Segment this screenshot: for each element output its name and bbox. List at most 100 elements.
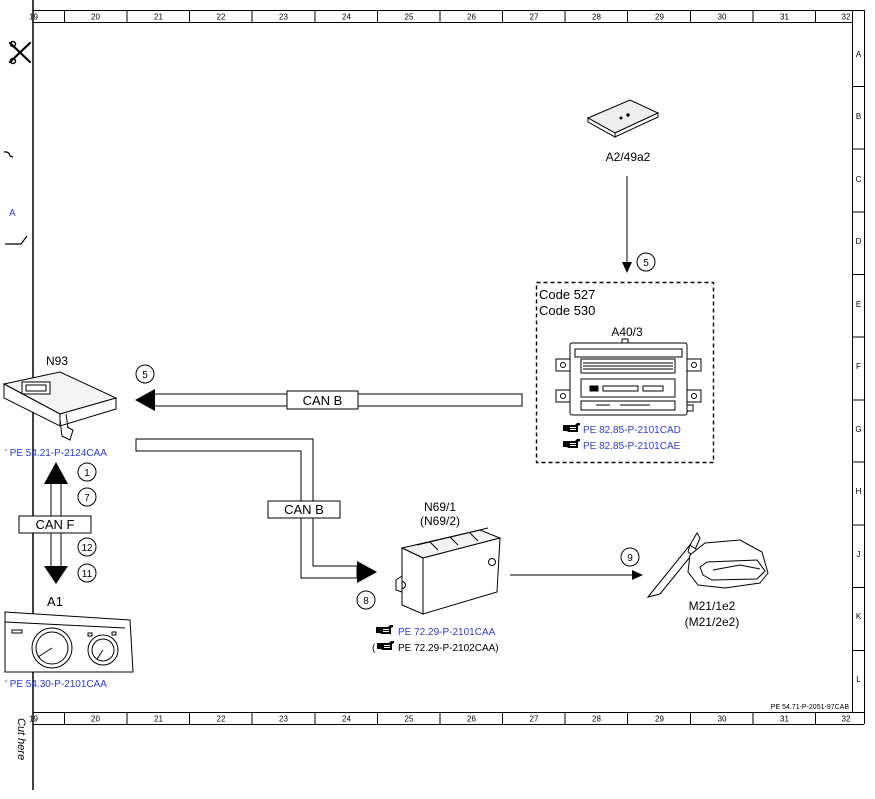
col-label: 22: [217, 715, 226, 724]
n93-label: N93: [46, 354, 68, 368]
clipped-wire-fragment: [5, 235, 28, 245]
row-label: L: [856, 675, 861, 684]
svg-text:12: 12: [81, 543, 93, 554]
col-label: 20: [91, 13, 100, 22]
col-label: 29: [655, 13, 664, 22]
col-label: 30: [718, 715, 727, 724]
col-label: 32: [842, 715, 851, 724]
col-label: 32: [842, 13, 851, 22]
a1-reference: ' PE 54.30-P-2101CAA: [5, 679, 107, 690]
n69-alt-label: (N69/2): [420, 514, 460, 528]
row-labels: A B C D E F G H J K L: [855, 50, 861, 684]
column-labels-bottom: 19 20 21 22 23 24 25 26 27 28 29 30 31 3…: [29, 715, 851, 724]
row-label: B: [856, 112, 861, 121]
marker-to-n69: 8: [356, 590, 376, 610]
col-label: 26: [467, 13, 476, 22]
col-label: 30: [718, 13, 727, 22]
svg-text:PE 72.29-P-2102CAA): PE 72.29-P-2102CAA): [398, 643, 499, 654]
instrument-cluster-a1: [4, 611, 134, 673]
can-b-top-label: CAN B: [286, 390, 359, 410]
optional-equipment-box: [535, 281, 715, 464]
pointing-hand-icon: [377, 641, 394, 650]
m21-alt-label: (M21/2e2): [685, 615, 740, 629]
col-label: 31: [780, 715, 789, 724]
svg-text:7: 7: [84, 493, 90, 504]
col-label: 27: [530, 13, 539, 22]
row-label: H: [856, 487, 862, 496]
svg-text:9: 9: [627, 553, 633, 564]
a40-label: A40/3: [611, 325, 643, 339]
col-label: 25: [405, 13, 414, 22]
can-f-marker-12: 12: [77, 537, 97, 557]
svg-text:5: 5: [643, 258, 649, 269]
row-label: C: [856, 175, 862, 184]
row-label: K: [856, 612, 862, 621]
col-label: 31: [780, 13, 789, 22]
col-label: 23: [279, 715, 288, 724]
can-b-lower-label: CAN B: [267, 500, 341, 519]
grid-ticks: [64, 10, 864, 724]
col-label: 29: [655, 715, 664, 724]
control-unit-n93: [2, 371, 118, 441]
svg-text:(: (: [372, 643, 376, 654]
col-label: 21: [154, 13, 163, 22]
svg-text:CAN B: CAN B: [303, 393, 343, 408]
can-f-marker-1: 1: [77, 462, 97, 482]
col-label: 19: [29, 715, 38, 724]
exterior-mirror-m21: [646, 532, 769, 598]
n69-reference-2: ( PE 72.29-P-2102CAA): [372, 641, 499, 654]
col-label: 25: [405, 715, 414, 724]
connection-a2-a40: [622, 176, 632, 273]
svg-text:11: 11: [82, 569, 93, 580]
row-label: J: [857, 550, 861, 559]
can-f-marker-7: 7: [77, 487, 97, 507]
a2-label: A2/49a2: [606, 150, 651, 164]
code-527-label: Code 527: [539, 287, 595, 302]
n69-label: N69/1: [424, 500, 456, 514]
can-f-marker-11: 11: [77, 563, 97, 583]
col-label: 21: [154, 715, 163, 724]
col-label: 23: [279, 13, 288, 22]
col-label: 27: [530, 715, 539, 724]
can-f-label: CAN F: [18, 515, 92, 534]
row-label: D: [856, 237, 862, 246]
connection-n69-m21: [510, 570, 643, 580]
pointing-hand-icon: [376, 625, 393, 634]
document-id: PE 54.71-P-2051-97CAB: [771, 704, 850, 711]
row-label: F: [856, 362, 861, 371]
svg-text:PE 82.85-P-2101CAD: PE 82.85-P-2101CAD: [583, 425, 681, 436]
svg-text:1: 1: [84, 468, 90, 479]
column-labels-top: 19 20 21 22 23 24 25 26 27 28 29 30 31 3…: [29, 13, 851, 22]
marker-a2-a40: 5: [636, 252, 656, 272]
n93-reference: ' PE 54.21-P-2124CAA: [5, 448, 107, 459]
svg-text:CAN B: CAN B: [284, 502, 324, 517]
cut-here-label: Cut here: [15, 718, 27, 760]
pointing-hand-icon: [563, 439, 580, 448]
scissors-icon: [8, 40, 32, 65]
door-control-unit-n69: [395, 527, 502, 615]
col-label: 22: [217, 13, 226, 22]
pointing-hand-icon: [563, 423, 580, 432]
col-label: 24: [342, 715, 351, 724]
a40-reference-1: PE 82.85-P-2101CAD: [563, 423, 681, 436]
col-label: 28: [592, 715, 601, 724]
col-label: 26: [467, 715, 476, 724]
radio-unit-a40: [555, 338, 702, 416]
col-label: 24: [342, 13, 351, 22]
svg-text:PE 82.85-P-2101CAE: PE 82.85-P-2101CAE: [583, 441, 681, 452]
row-label: A: [856, 50, 862, 59]
col-label: 19: [29, 13, 38, 22]
svg-text:5: 5: [142, 370, 148, 381]
code-530-label: Code 530: [539, 303, 595, 318]
clipped-component-fragment: [3, 151, 14, 158]
svg-text:CAN F: CAN F: [36, 517, 75, 532]
a1-label: A1: [47, 594, 63, 609]
row-label: G: [855, 425, 861, 434]
svg-text:8: 8: [363, 596, 369, 607]
can-b-bus-lower: [135, 438, 377, 583]
col-label: 28: [592, 13, 601, 22]
a40-reference-2: PE 82.85-P-2101CAE: [563, 439, 681, 452]
marker-to-m21: 9: [620, 547, 640, 567]
left-reference-fragment: A: [9, 208, 16, 219]
